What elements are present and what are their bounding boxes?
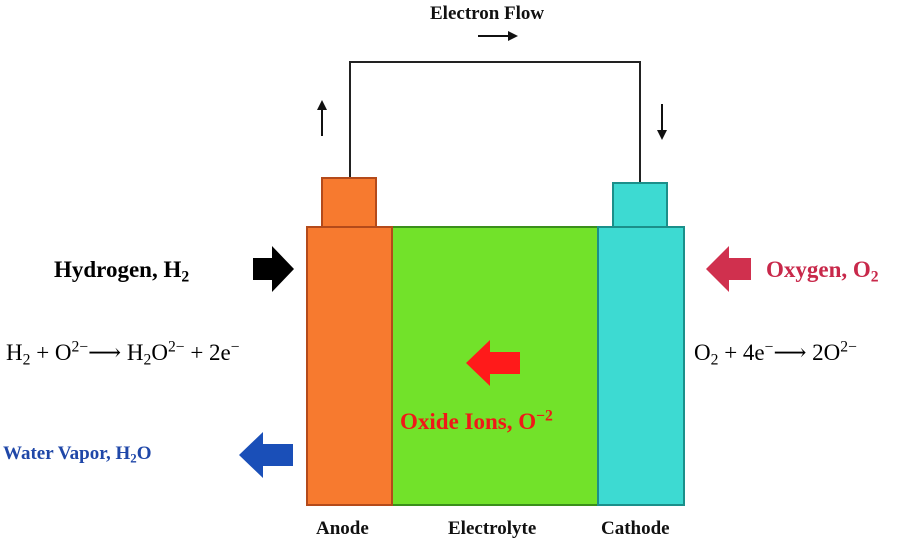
oxide-ion-arrow-icon bbox=[466, 340, 520, 386]
cathode-reaction: O2 + 4e−⟶ 2O2− bbox=[694, 338, 857, 369]
water-vapor-arrow-icon bbox=[239, 432, 293, 478]
hydrogen-arrow-icon bbox=[253, 246, 294, 292]
down-arrow-icon bbox=[657, 104, 667, 140]
cathode-label: Cathode bbox=[601, 518, 670, 539]
up-arrow-icon bbox=[317, 100, 327, 136]
external-circuit-wire bbox=[349, 61, 641, 183]
cathode-block bbox=[597, 226, 685, 506]
hydrogen-label: Hydrogen, H2 bbox=[54, 257, 190, 286]
cathode-terminal bbox=[612, 182, 668, 228]
electron-flow-label: Electron Flow bbox=[430, 3, 545, 24]
oxygen-label: Oxygen, O2 bbox=[766, 257, 879, 286]
electron-flow-arrow-icon bbox=[478, 31, 518, 41]
water-vapor-label: Water Vapor, H2O bbox=[3, 443, 152, 466]
anode-block bbox=[306, 226, 393, 506]
electrolyte-label: Electrolyte bbox=[448, 518, 537, 539]
anode-reaction: H2 + O2−⟶ H2O2− + 2e− bbox=[6, 338, 240, 369]
oxide-ions-label: Oxide Ions, O−2 bbox=[400, 407, 553, 434]
oxygen-arrow-icon bbox=[706, 246, 751, 292]
anode-terminal bbox=[321, 177, 377, 228]
anode-label: Anode bbox=[316, 518, 369, 539]
